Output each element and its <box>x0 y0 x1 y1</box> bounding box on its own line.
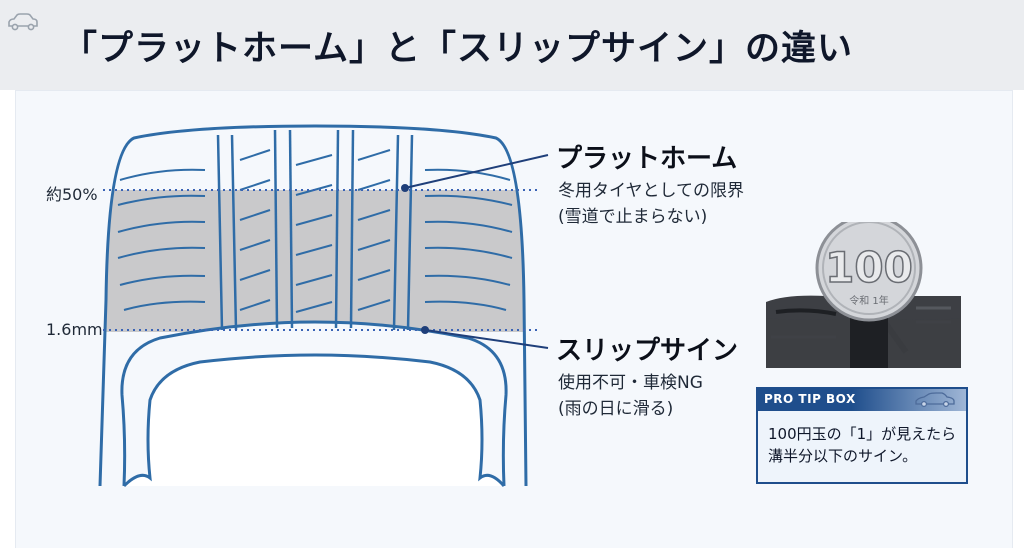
header-bar: 「プラットホーム」と「スリップサイン」の違い <box>0 0 1024 90</box>
100-yen-coin: 100 令和 1年 <box>815 222 923 322</box>
pro-tip-header: PRO TIP BOX <box>758 389 966 411</box>
worn-region <box>100 190 526 332</box>
tire-bead <box>122 353 506 488</box>
coin-tread-illustration: 100 令和 1年 <box>766 222 961 368</box>
pro-tip-line-2: 溝半分以下のサイン。 <box>768 447 918 465</box>
pro-tip-box: PRO TIP BOX 100円玉の「1」が見えたら 溝半分以下のサイン。 <box>756 387 968 484</box>
slip-pointer-dot <box>421 326 429 334</box>
pro-tip-line-1: 100円玉の「1」が見えたら <box>768 425 957 443</box>
platform-pointer <box>404 154 549 189</box>
slip-callout-title: スリップサイン <box>556 336 739 366</box>
platform-callout-line-1: 冬用タイヤとしての限界 <box>558 181 744 201</box>
platform-callout-title: プラットホーム <box>556 144 738 174</box>
car-outline-icon <box>915 392 955 408</box>
car-icon <box>8 13 38 31</box>
coin-value: 100 <box>825 243 913 292</box>
slip-pointer <box>424 329 549 349</box>
platform-depth-label: 約50% <box>46 185 98 204</box>
slip-depth-label: 1.6mm <box>46 320 103 339</box>
pro-tip-header-text: PRO TIP BOX <box>764 392 856 406</box>
tire-inner-outline <box>120 320 508 487</box>
platform-pointer-dot <box>401 184 409 192</box>
pro-tip-body: 100円玉の「1」が見えたら 溝半分以下のサイン。 <box>768 423 956 467</box>
platform-callout-line-2: (雪道で止まらない) <box>558 207 708 227</box>
slip-callout-line-1: 使用不可・車検NG <box>558 373 703 393</box>
coin-year: 令和 1年 <box>849 294 889 307</box>
tread-grooves <box>216 129 414 331</box>
page-title: 「プラットホーム」と「スリップサイン」の違い <box>62 29 853 69</box>
tread-sipes <box>117 149 513 313</box>
slip-callout-line-2: (雨の日に滑る) <box>558 399 674 419</box>
